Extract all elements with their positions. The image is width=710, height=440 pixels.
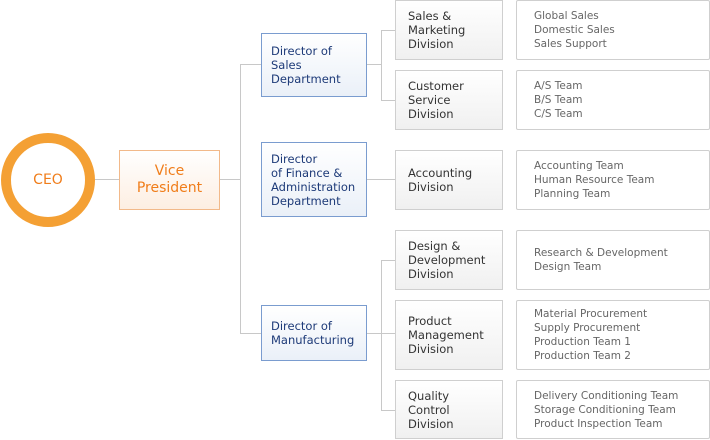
team-item: B/S Team	[534, 94, 583, 106]
division-sales-marketing[interactable]: Sales & Marketing Division	[395, 0, 503, 60]
director-label-line: Director	[271, 151, 318, 166]
connector	[381, 260, 395, 261]
team-item: Global Sales	[534, 10, 599, 22]
division-label-line: Marketing	[408, 23, 466, 37]
vp-label-line: Vice	[154, 163, 185, 179]
division-label-line: Sales &	[408, 9, 452, 23]
division-label-line: Service	[408, 93, 451, 107]
teams-customer-service: A/S Team B/S Team C/S Team	[516, 70, 710, 130]
connector	[381, 100, 395, 101]
division-label-line: Customer	[408, 79, 464, 93]
team-item: Supply Procurement	[534, 322, 641, 334]
teams-quality-control: Delivery Conditioning Team Storage Condi…	[516, 380, 710, 439]
division-label-line: Division	[408, 37, 454, 51]
division-customer-service[interactable]: Customer Service Division	[395, 70, 503, 130]
division-label-line: Division	[408, 342, 454, 356]
division-quality-control[interactable]: Quality Control Division	[395, 380, 503, 439]
connector	[95, 179, 119, 180]
teams-product-management: Material Procurement Supply Procurement …	[516, 300, 710, 370]
team-item: Storage Conditioning Team	[534, 403, 676, 416]
director-manufacturing-node[interactable]: Director of Manufacturing	[261, 305, 367, 361]
team-item: Delivery Conditioning Team	[534, 389, 679, 402]
connector	[381, 30, 382, 101]
director-label-line: Department	[271, 72, 341, 86]
division-accounting[interactable]: Accounting Division	[395, 150, 503, 210]
team-item: Production Team 2	[534, 350, 631, 362]
team-item: Accounting Team	[534, 160, 624, 172]
director-label-line: Administration	[271, 179, 356, 194]
division-product-management[interactable]: Product Management Division	[395, 300, 503, 370]
director-label-line: Department	[271, 193, 341, 208]
division-label-line: Accounting	[408, 166, 473, 180]
director-label-line: Director of	[271, 319, 332, 333]
connector	[367, 179, 395, 180]
director-sales-node[interactable]: Director of Sales Department	[261, 33, 367, 97]
division-design-development[interactable]: Design & Development Division	[395, 230, 503, 290]
team-item: Material Procurement	[534, 308, 648, 320]
team-item: Planning Team	[534, 188, 611, 200]
team-item: Research & Development	[534, 247, 668, 259]
connector	[240, 333, 261, 334]
teams-design-development: Research & Development Design Team	[516, 230, 710, 290]
team-item: Human Resource Team	[534, 174, 655, 186]
division-label-line: Management	[408, 328, 484, 342]
division-label-line: Design &	[408, 239, 461, 253]
teams-accounting: Accounting Team Human Resource Team Plan…	[516, 150, 710, 210]
connector	[240, 64, 241, 334]
division-label-line: Development	[408, 253, 486, 267]
division-label-line: Control	[408, 402, 450, 417]
connector	[381, 260, 382, 411]
vp-label-line: President	[136, 180, 203, 196]
connector	[381, 30, 395, 31]
connector	[240, 64, 261, 65]
division-label-line: Product	[408, 314, 452, 328]
team-item: Domestic Sales	[534, 24, 615, 36]
team-item: Design Team	[534, 261, 602, 273]
division-label-line: Division	[408, 180, 454, 194]
director-label-line: Manufacturing	[271, 333, 355, 347]
team-item: Production Team 1	[534, 336, 631, 348]
connector	[367, 64, 382, 65]
division-label-line: Division	[408, 107, 454, 121]
director-label-line: Director of Sales	[271, 44, 332, 72]
director-finance-node[interactable]: Director of Finance & Administration Dep…	[261, 142, 367, 217]
vice-president-node[interactable]: Vice President	[119, 150, 220, 210]
division-label-line: Quality	[408, 388, 450, 403]
team-item: C/S Team	[534, 108, 583, 120]
division-label-line: Division	[408, 267, 454, 281]
connector	[220, 179, 241, 180]
team-item: Product Inspection Team	[534, 417, 663, 430]
division-label-line: Division	[408, 416, 454, 431]
teams-sales-marketing: Global Sales Domestic Sales Sales Suppor…	[516, 0, 710, 60]
director-label-line: of Finance &	[271, 165, 343, 180]
connector	[381, 410, 395, 411]
team-item: Sales Support	[534, 38, 607, 50]
ceo-label: CEO	[33, 172, 63, 188]
ceo-node[interactable]: CEO	[1, 133, 95, 227]
team-item: A/S Team	[534, 80, 583, 92]
